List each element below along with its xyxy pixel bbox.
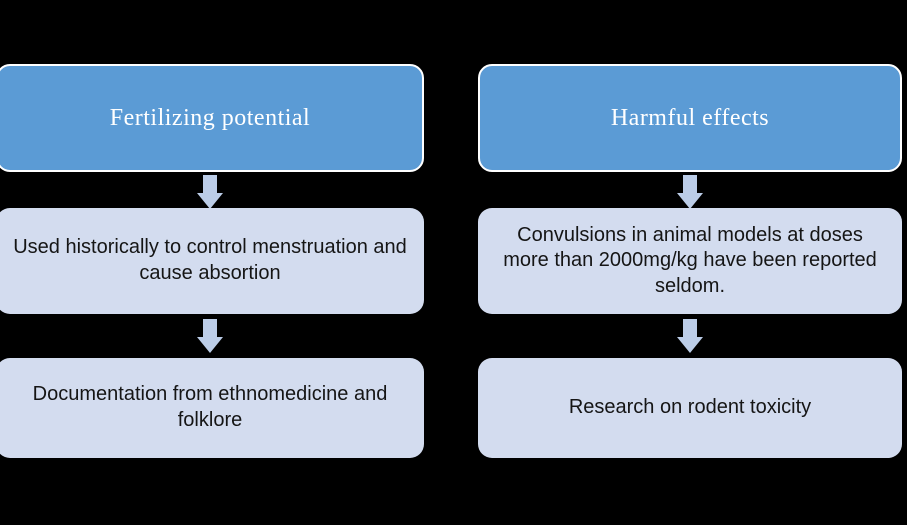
header-node-label: Harmful effects xyxy=(610,104,770,131)
content-node-label: Documentation from ethnomedicine and fol… xyxy=(32,383,388,431)
header-node-fertilizing-potential[interactable]: Fertilizing potential xyxy=(0,64,424,172)
content-node-label: Research on rodent toxicity xyxy=(568,396,812,419)
down-arrow-icon xyxy=(677,319,703,353)
content-node-rodent-toxicity-research[interactable]: Research on rodent toxicity xyxy=(478,358,902,458)
content-node-historical-use[interactable]: Used historically to control menstruatio… xyxy=(0,208,424,314)
content-node-label: Convulsions in animal models at doses mo… xyxy=(503,223,877,297)
header-node-label: Fertilizing potential xyxy=(109,104,311,131)
arrow-head xyxy=(197,193,223,209)
down-arrow-icon xyxy=(197,175,223,209)
arrow-shaft xyxy=(683,175,697,194)
arrow-shaft xyxy=(203,175,217,194)
content-node-ethnomedicine-documentation[interactable]: Documentation from ethnomedicine and fol… xyxy=(0,358,424,458)
content-node-convulsions-dose[interactable]: Convulsions in animal models at doses mo… xyxy=(478,208,902,314)
arrow-head xyxy=(677,193,703,209)
down-arrow-icon xyxy=(197,319,223,353)
arrow-shaft xyxy=(203,319,217,338)
header-node-harmful-effects[interactable]: Harmful effects xyxy=(478,64,902,172)
column-harmful-effects: Harmful effects Convulsions in animal mo… xyxy=(478,0,902,525)
column-fertilizing-potential: Fertilizing potential Used historically … xyxy=(0,0,424,525)
arrow-head xyxy=(197,337,223,353)
content-node-label: Used historically to control menstruatio… xyxy=(13,236,407,284)
down-arrow-icon xyxy=(677,175,703,209)
arrow-shaft xyxy=(683,319,697,338)
arrow-head xyxy=(677,337,703,353)
